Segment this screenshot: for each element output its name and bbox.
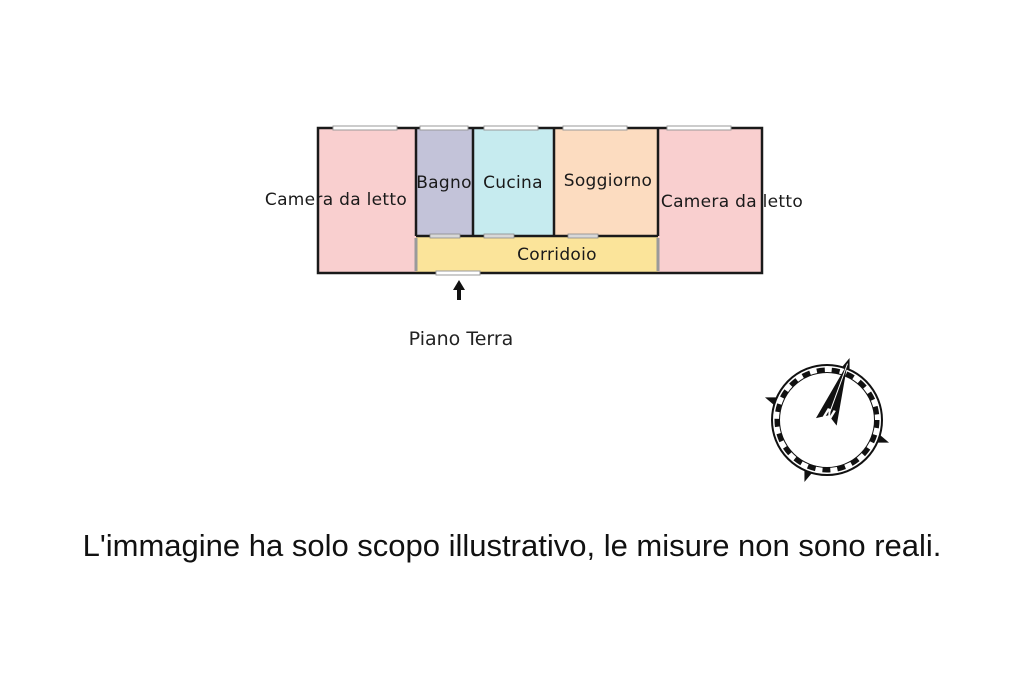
floor-label: Piano Terra: [409, 328, 514, 350]
room-kitchen: [473, 129, 554, 236]
label-bathroom: Bagno: [416, 173, 472, 193]
label-bedroom-right: Camera da letto: [661, 192, 803, 212]
label-living-room: Soggiorno: [564, 171, 652, 191]
interior-doors: [429, 233, 599, 239]
room-bedroom-right: [658, 129, 761, 272]
room-bedroom-left: [319, 129, 416, 272]
compass-north-label: N: [821, 406, 836, 424]
arrow-up-icon: [453, 280, 465, 300]
compass-icon: N: [764, 357, 890, 483]
entrance-door: [435, 270, 481, 276]
label-kitchen: Cucina: [483, 173, 543, 193]
room-corridor: [416, 236, 658, 272]
room-bathroom: [416, 129, 473, 236]
label-corridor: Corridoio: [517, 245, 597, 265]
room-living-room: [554, 129, 658, 236]
label-bedroom-left: Camera da letto: [265, 190, 407, 210]
corridor-walls: [414, 238, 660, 271]
windows: [332, 125, 732, 131]
disclaimer-text: L'immagine ha solo scopo illustrativo, l…: [82, 528, 942, 563]
